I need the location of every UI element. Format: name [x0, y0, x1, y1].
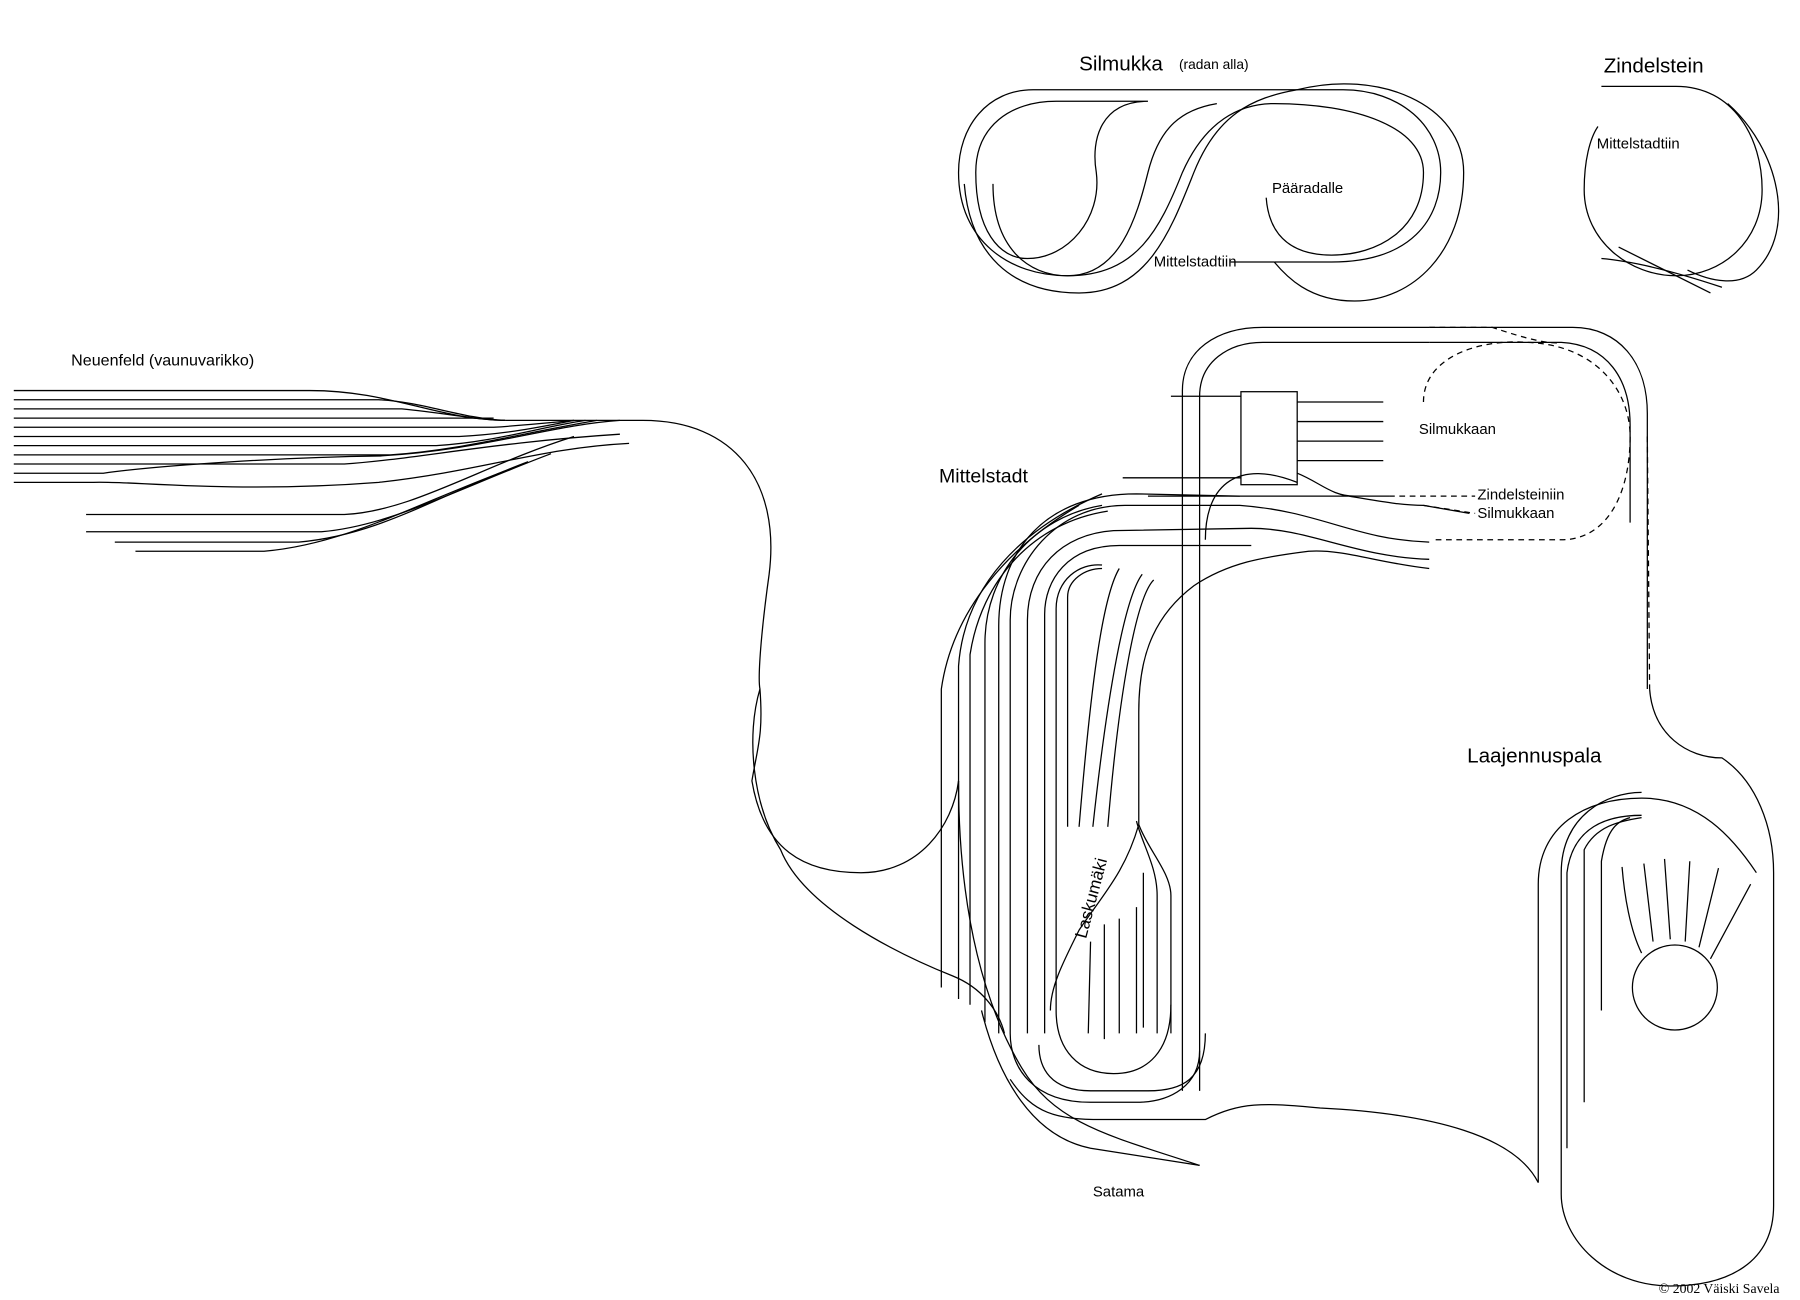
- label-paaradalle: Pääradalle: [1272, 180, 1343, 197]
- label-zindelstein: Zindelstein: [1604, 55, 1704, 78]
- mittelstadt-tracks: [940, 326, 1648, 1183]
- label-silmukka: Silmukka: [1079, 52, 1163, 75]
- silmukka-loop-tracks: [957, 83, 1465, 302]
- label-zindelsteiniin: Zindelsteiniin: [1477, 487, 1564, 504]
- neuenfeld-yard-tracks: [13, 389, 1006, 1034]
- label-mittelstadt: Mittelstadt: [939, 465, 1028, 487]
- label-silmukkaan-1: Silmukkaan: [1419, 421, 1496, 438]
- zindelstein-loop-tracks: [1583, 85, 1780, 294]
- label-laajennuspala: Laajennuspala: [1467, 745, 1602, 768]
- label-silmukka-note: (radan alla): [1179, 57, 1249, 72]
- label-silmukka-mittelstadtiin: Mittelstadtiin: [1154, 254, 1237, 271]
- copyright: © 2002 Väiski Savela: [1659, 1281, 1780, 1296]
- laajennuspala-tracks: [1537, 688, 1775, 1287]
- label-zindelstein-mittelstadtiin: Mittelstadtiin: [1597, 135, 1680, 152]
- off-board-connections: [1389, 326, 1651, 690]
- label-laskumaki: Laskumäki: [1071, 856, 1112, 941]
- label-silmukkaan-2: Silmukkaan: [1477, 505, 1554, 522]
- label-neuenfeld: Neuenfeld (vaunuvarikko): [71, 351, 254, 369]
- label-satama: Satama: [1093, 1183, 1145, 1200]
